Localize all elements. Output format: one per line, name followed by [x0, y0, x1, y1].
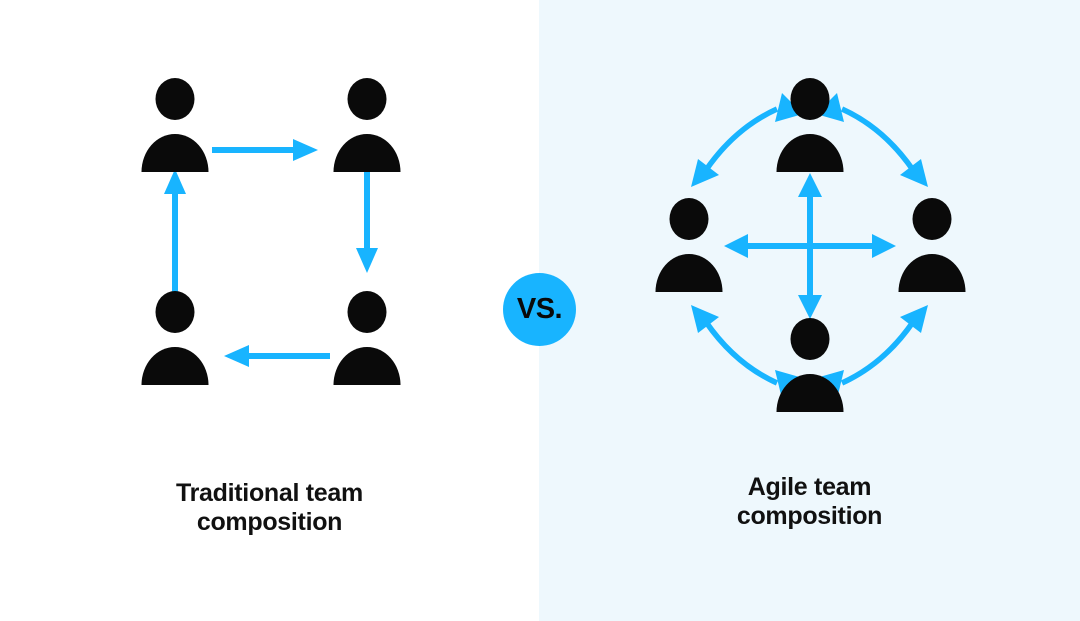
- person-top-left: [141, 78, 209, 172]
- arrow-right-to-bottom-curve: [840, 320, 916, 386]
- arrowhead-to-right-from-top: [900, 159, 928, 187]
- agile-center-cross: [724, 173, 896, 319]
- arrowhead-center-left: [724, 234, 748, 258]
- traditional-caption: Traditional team composition: [176, 479, 363, 537]
- agile-diagram: [655, 78, 966, 412]
- traditional-people: [141, 78, 401, 385]
- person-top-right: [333, 78, 401, 172]
- arrow-bottom-right-to-bottom-left: [224, 345, 330, 367]
- person-bottom: [776, 318, 844, 412]
- vs-label: VS.: [516, 292, 563, 325]
- person-bottom-right: [333, 291, 401, 385]
- traditional-arrows: [164, 139, 378, 367]
- agile-panel: Agile team composition: [539, 0, 1080, 621]
- arrow-top-left-to-top-right: [212, 139, 318, 161]
- arrow-vertical-center: [798, 173, 822, 319]
- arrow-left-to-bottom-curve: [703, 320, 779, 386]
- vs-badge: VS.: [503, 273, 576, 346]
- arrowhead-to-left-from-bottom: [691, 305, 719, 333]
- arrow-bottom-left-to-top-left: [164, 169, 186, 332]
- arrow-top-to-right-curve: [840, 106, 916, 172]
- agile-caption: Agile team composition: [736, 473, 883, 531]
- person-top: [776, 78, 844, 172]
- agile-curved-arrows: [703, 106, 916, 386]
- traditional-diagram: [141, 78, 401, 385]
- arrowhead-to-right-from-bottom: [900, 305, 928, 333]
- person-right: [898, 198, 966, 292]
- person-left: [655, 198, 723, 292]
- arrowhead-center-up: [798, 173, 822, 197]
- traditional-panel: Traditional team composition: [0, 0, 539, 621]
- arrow-top-to-left-curve: [703, 106, 779, 172]
- arrowhead-to-left-from-top: [691, 159, 719, 187]
- arrowhead-to-top-from-left: [775, 93, 803, 122]
- arrowhead-center-down: [798, 295, 822, 319]
- person-bottom-left: [141, 291, 209, 385]
- arrowhead-center-right: [872, 234, 896, 258]
- arrowhead-to-top-from-right: [816, 93, 844, 122]
- arrow-top-right-to-bottom-right: [356, 170, 378, 273]
